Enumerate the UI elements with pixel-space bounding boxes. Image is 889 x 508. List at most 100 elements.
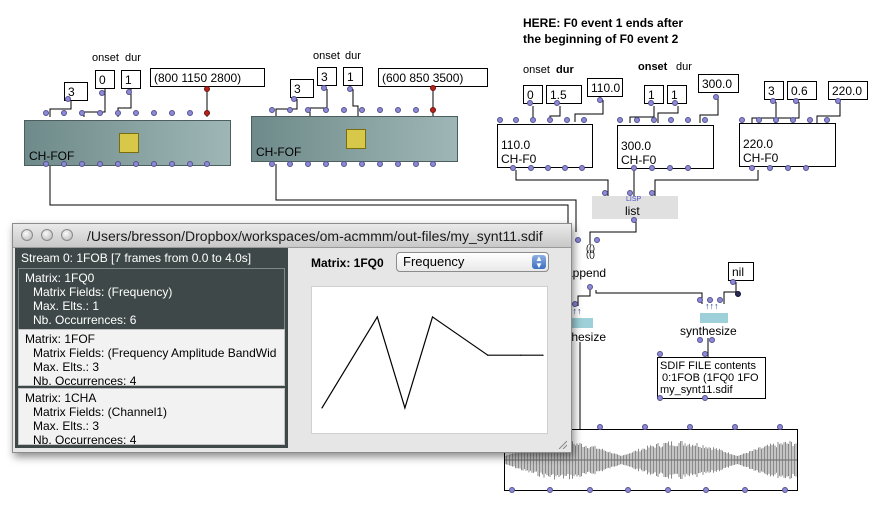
connection-port[interactable] — [627, 190, 633, 196]
connection-port[interactable] — [79, 161, 85, 167]
connection-port[interactable] — [65, 96, 71, 102]
connection-port[interactable] — [359, 107, 365, 113]
connection-port[interactable] — [204, 110, 210, 116]
connection-port[interactable] — [395, 161, 401, 167]
nil-input[interactable]: nil — [728, 262, 754, 281]
connection-port[interactable] — [581, 117, 587, 123]
connection-port[interactable] — [703, 487, 709, 493]
connection-port[interactable] — [685, 117, 691, 123]
connection-port[interactable] — [377, 107, 383, 113]
connection-port[interactable] — [395, 107, 401, 113]
connection-port[interactable] — [133, 161, 139, 167]
field-select[interactable]: Frequency ▲▼ — [396, 252, 549, 272]
dur-input[interactable]: 1 — [343, 67, 363, 86]
connection-port[interactable] — [513, 117, 519, 123]
connection-port[interactable] — [430, 107, 436, 113]
connection-port[interactable] — [43, 110, 49, 116]
f0-input[interactable]: 110.0 — [587, 78, 623, 97]
connection-port[interactable] — [287, 161, 293, 167]
connection-port[interactable] — [187, 161, 193, 167]
sound-waveform[interactable] — [504, 429, 798, 491]
connection-port[interactable] — [509, 487, 515, 493]
connection-port[interactable] — [413, 107, 419, 113]
window-titlebar[interactable]: /Users/bresson/Dropbox/workspaces/om-acm… — [13, 224, 571, 248]
connection-port[interactable] — [651, 117, 657, 123]
matrix-item[interactable]: Matrix: 1CHA Matrix Fields: (Channel1) M… — [18, 388, 285, 445]
connection-port[interactable] — [151, 161, 157, 167]
dur-input[interactable]: 1.5 — [546, 85, 582, 104]
connection-port[interactable] — [321, 85, 327, 91]
connection-port[interactable] — [305, 161, 311, 167]
connection-port[interactable] — [709, 337, 715, 343]
connection-port[interactable] — [790, 117, 796, 123]
connection-port[interactable] — [97, 161, 103, 167]
onset-input[interactable]: 0 — [95, 70, 115, 89]
connection-port[interactable] — [528, 165, 534, 171]
onset-input[interactable]: 1 — [644, 85, 664, 104]
connection-port[interactable] — [730, 279, 736, 285]
param-input[interactable]: 3 — [290, 79, 314, 98]
connection-port[interactable] — [269, 107, 275, 113]
connection-port[interactable] — [61, 110, 67, 116]
connection-port[interactable] — [617, 117, 623, 123]
connection-port[interactable] — [649, 165, 655, 171]
connection-port[interactable] — [554, 100, 560, 106]
connection-port[interactable] — [732, 424, 738, 430]
connection-port[interactable] — [115, 161, 121, 167]
connection-port[interactable] — [126, 89, 132, 95]
minimize-button[interactable] — [41, 229, 53, 241]
onset-input[interactable]: 3 — [317, 67, 337, 86]
connection-port[interactable] — [702, 117, 708, 123]
list-box[interactable]: LISP list — [592, 196, 678, 219]
connection-port[interactable] — [785, 165, 791, 171]
connection-port[interactable] — [713, 94, 719, 100]
connection-port[interactable] — [665, 487, 671, 493]
connection-port[interactable] — [527, 100, 533, 106]
connection-port[interactable] — [756, 117, 762, 123]
connection-port[interactable] — [413, 161, 419, 167]
connection-port[interactable] — [594, 237, 600, 243]
connection-port[interactable] — [803, 165, 809, 171]
connection-port[interactable] — [685, 165, 691, 171]
close-button[interactable] — [21, 229, 33, 241]
connection-port[interactable] — [204, 161, 210, 167]
connection-port[interactable] — [697, 297, 703, 303]
chfof-box[interactable]: CH-FOF — [251, 116, 458, 162]
connection-port[interactable] — [739, 117, 745, 123]
connection-port[interactable] — [341, 161, 347, 167]
connection-port[interactable] — [631, 217, 637, 223]
connection-port[interactable] — [767, 165, 773, 171]
connection-port[interactable] — [602, 190, 608, 196]
connection-port[interactable] — [749, 165, 755, 171]
connection-port[interactable] — [742, 487, 748, 493]
connection-port[interactable] — [642, 424, 648, 430]
connection-port[interactable] — [777, 424, 783, 430]
zoom-button[interactable] — [61, 229, 73, 241]
connection-port[interactable] — [497, 117, 503, 123]
connection-port[interactable] — [631, 165, 637, 171]
connection-port[interactable] — [625, 487, 631, 493]
connection-port[interactable] — [99, 90, 105, 96]
connection-port[interactable] — [579, 165, 585, 171]
connection-port[interactable] — [97, 110, 103, 116]
connection-port[interactable] — [717, 297, 723, 303]
connection-port[interactable] — [61, 161, 67, 167]
connection-port[interactable] — [824, 117, 830, 123]
sdif-inspector-window[interactable]: /Users/bresson/Dropbox/workspaces/om-acm… — [12, 223, 572, 453]
dur-input[interactable]: 1 — [121, 70, 141, 89]
connection-port[interactable] — [430, 85, 436, 91]
connection-port[interactable] — [657, 351, 663, 357]
connection-port[interactable] — [649, 190, 655, 196]
connection-port[interactable] — [530, 117, 536, 123]
chf0-box[interactable]: 110.0 CH-F0 — [497, 124, 593, 168]
connection-port[interactable] — [667, 165, 673, 171]
connection-port[interactable] — [835, 98, 841, 104]
chf0-box[interactable]: 220.0 CH-F0 — [739, 123, 836, 167]
connection-port[interactable] — [668, 117, 674, 123]
connection-port[interactable] — [269, 161, 275, 167]
connection-port[interactable] — [545, 165, 551, 171]
connection-port[interactable] — [702, 351, 708, 357]
connection-port[interactable] — [807, 117, 813, 123]
connection-port[interactable] — [430, 161, 436, 167]
connection-port[interactable] — [547, 117, 553, 123]
